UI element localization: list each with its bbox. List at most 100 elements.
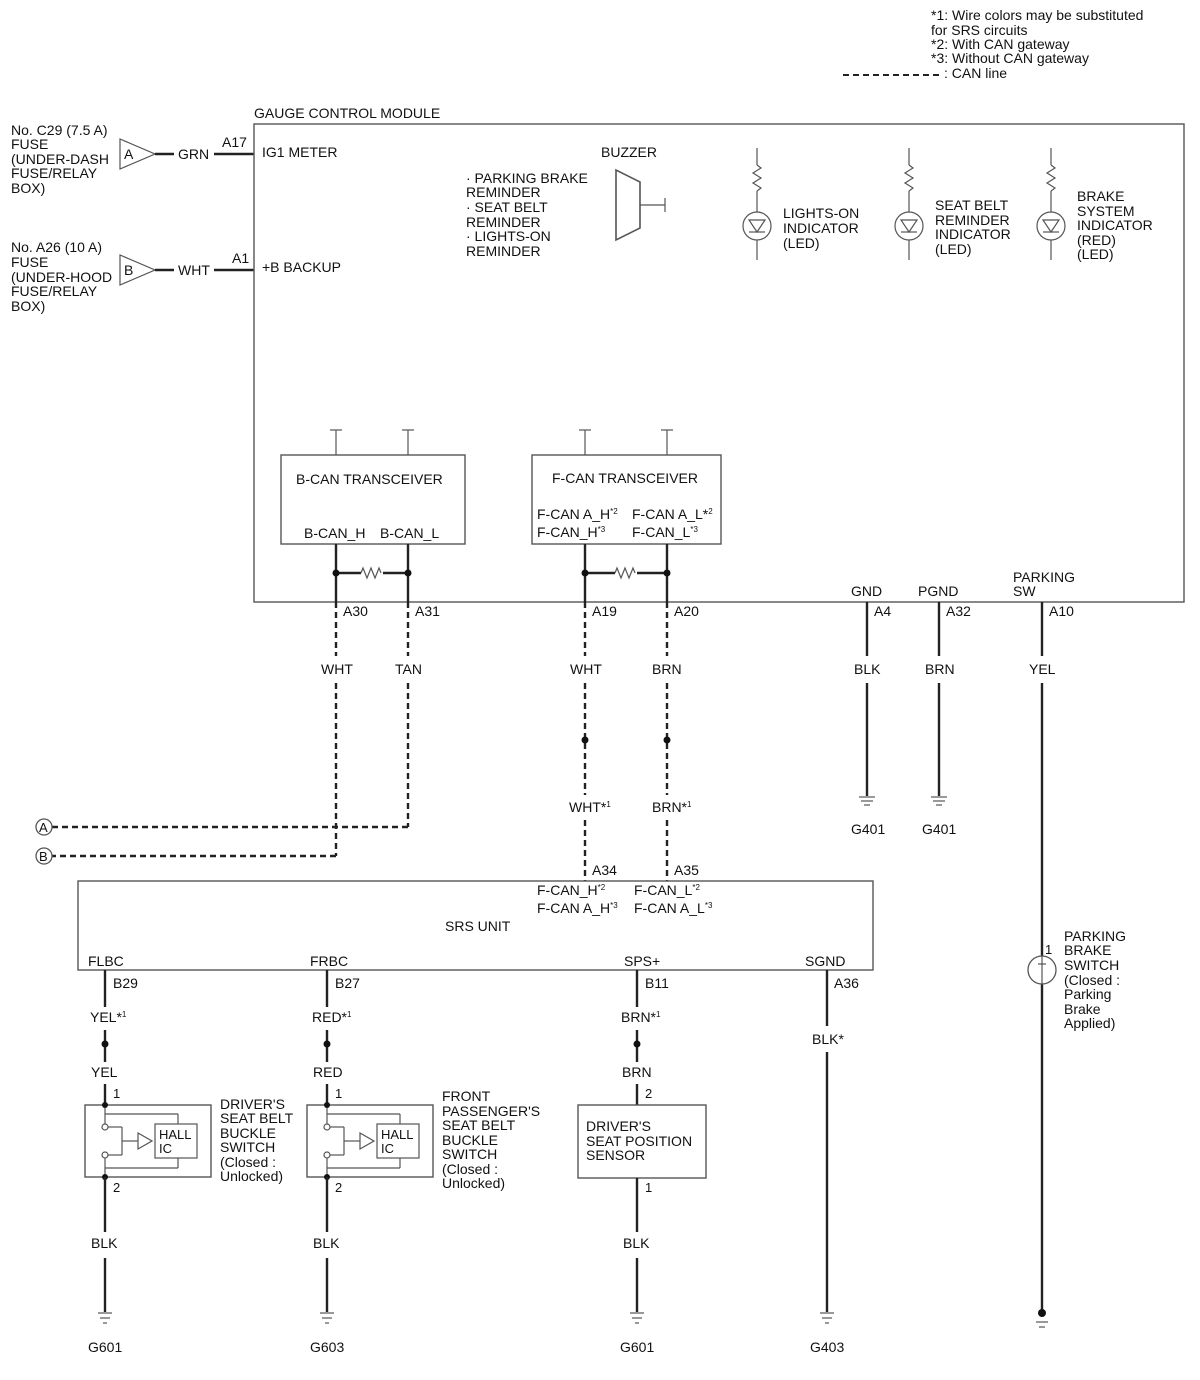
- bcan-lines: WHT TAN A B: [35, 602, 422, 865]
- brake-line-4: (RED): [1077, 232, 1116, 248]
- sensor-line-3: SENSOR: [586, 1147, 645, 1163]
- fcan-l-label: F-CAN_L*3: [632, 524, 698, 540]
- fuse-a-wire-color: GRN: [178, 146, 209, 162]
- gnd-wire-color: BLK: [854, 661, 881, 677]
- fcan-lines: WHT WHT*1 BRN BRN*1 A34 A35: [569, 602, 699, 881]
- passenger-hall-1: HALL: [381, 1127, 414, 1142]
- fuse-b-letter: B: [124, 262, 133, 278]
- driver-buckle-line-4: SWITCH: [220, 1139, 275, 1155]
- driver-blk-wire-color: BLK: [91, 1235, 118, 1251]
- pin-a31: A31: [415, 603, 440, 619]
- parking-sw-line-1: PARKING: [1013, 569, 1075, 585]
- reminder-line-2: REMINDER: [466, 184, 541, 200]
- lights-on-line-3: (LED): [783, 235, 820, 251]
- driver-buckle-line-3: BUCKLE: [220, 1125, 276, 1141]
- ground-g401-icon: [859, 796, 875, 806]
- passenger-buckle-line-5: SWITCH: [442, 1146, 497, 1162]
- gcm-pins: A30 A31 A19 A20 A4 A32 A10: [343, 603, 1074, 619]
- fuse-b: No. A26 (10 A) FUSE (UNDER-HOOD FUSE/REL…: [11, 239, 341, 314]
- driver-hall-1: HALL: [159, 1127, 192, 1142]
- seat-belt-line-1: SEAT BELT: [935, 197, 1009, 213]
- passenger-buckle-line-7: Unlocked): [442, 1175, 505, 1191]
- sensor-brn-wire-color: BRN: [622, 1064, 652, 1080]
- ground-g601-b: G601: [620, 1339, 654, 1355]
- fcan-ah-label: F-CAN A_H*2: [537, 506, 618, 522]
- note-1-cont: for SRS circuits: [931, 22, 1027, 38]
- reminder-line-6: REMINDER: [466, 243, 541, 259]
- passenger-red-wire-color: RED: [313, 1064, 343, 1080]
- pin-a4: A4: [874, 603, 891, 619]
- brake-line-5: (LED): [1077, 246, 1114, 262]
- pin-b27: B27: [335, 975, 360, 991]
- brake-line-1: BRAKE: [1077, 188, 1124, 204]
- lights-on-led-icon: [742, 148, 772, 260]
- fuse-b-line-1: No. A26 (10 A): [11, 239, 102, 255]
- pbs-line-5: Parking: [1064, 986, 1111, 1002]
- pgnd-wire-color: BRN: [925, 661, 955, 677]
- srs-can-l: F-CAN_L*2: [634, 882, 700, 898]
- reminder-line-5: · LIGHTS-ON: [466, 228, 551, 244]
- seat-position-circuit: BRN*1 BRN 2 DRIVER'S SEAT POSITION SENSO…: [577, 970, 707, 1355]
- fuse-b-line-5: BOX): [11, 298, 45, 314]
- sensor-line-1: DRIVER'S: [586, 1118, 651, 1134]
- pin-a10: A10: [1049, 603, 1074, 619]
- seat-belt-line-3: INDICATOR: [935, 226, 1011, 242]
- fuse-a-line-2: FUSE: [11, 136, 48, 152]
- note-can-line: : CAN line: [944, 65, 1007, 81]
- pin-b11: B11: [645, 975, 669, 991]
- pin-a19: A19: [592, 603, 617, 619]
- driver-yel-wire-color: YEL: [91, 1064, 118, 1080]
- footnotes: *1: Wire colors may be substituted for S…: [843, 7, 1143, 81]
- passenger-hall-2: IC: [381, 1141, 394, 1156]
- buzzer-label: BUZZER: [601, 144, 657, 160]
- reminder-line-4: REMINDER: [466, 214, 541, 230]
- srs-sps: SPS+: [624, 953, 660, 969]
- fcan-h-label: F-CAN_H*3: [537, 524, 606, 540]
- srs-can-ah: F-CAN A_H*3: [537, 900, 618, 916]
- pin-a35: A35: [674, 862, 699, 878]
- srs-box: [77, 880, 874, 971]
- fcan-h-srs-wire-color: WHT*1: [569, 799, 611, 815]
- driver-buckle-line-5: (Closed :: [220, 1154, 276, 1170]
- srs-sgnd: SGND: [805, 953, 845, 969]
- brake-line-3: INDICATOR: [1077, 217, 1153, 233]
- passenger-buckle-pin-2: 2: [335, 1180, 342, 1195]
- note-1: *1: Wire colors may be substituted: [931, 7, 1143, 23]
- bcan-title: B-CAN TRANSCEIVER: [296, 471, 443, 487]
- reminder-line-1: · PARKING BRAKE: [466, 170, 588, 186]
- pin-a30: A30: [343, 603, 368, 619]
- ground-g401-b: G401: [922, 821, 956, 837]
- fcan-l-srs-wire-color: BRN*1: [652, 799, 692, 815]
- brake-led-icon: [1036, 148, 1066, 260]
- srs-flbc: FLBC: [88, 953, 124, 969]
- connector-a-icon: [35, 818, 53, 836]
- srs-title: SRS UNIT: [445, 918, 511, 934]
- signal-b-backup: +B BACKUP: [262, 259, 341, 275]
- parking-brake-switch-icon: [1027, 955, 1057, 985]
- driver-yel1-wire-color: YEL*1: [90, 1009, 127, 1025]
- driver-buckle-switch-icon: [101, 1108, 198, 1177]
- passenger-buckle-line-2: PASSENGER'S: [442, 1103, 540, 1119]
- fuse-b-arrow-icon: [119, 254, 157, 286]
- bcan-h-label: B-CAN_H: [304, 525, 365, 541]
- parking-wire-color: YEL: [1029, 661, 1056, 677]
- connector-a-label: A: [39, 820, 48, 835]
- bcan-h-wire-color: WHT: [321, 661, 353, 677]
- passenger-buckle-line-1: FRONT: [442, 1088, 491, 1104]
- srs-can-al: F-CAN A_L*3: [634, 900, 713, 916]
- driver-buckle-line-1: DRIVER'S: [220, 1096, 285, 1112]
- lights-on-line-1: LIGHTS-ON: [783, 205, 859, 221]
- ground-g401-b-icon: [931, 796, 947, 806]
- connector-b-icon: [35, 847, 53, 865]
- pin-a20: A20: [674, 603, 699, 619]
- seat-belt-line-2: REMINDER: [935, 212, 1010, 228]
- fuse-a-arrow-icon: [119, 138, 157, 170]
- gnd-label: GND: [851, 583, 882, 599]
- passenger-buckle-line-3: SEAT BELT: [442, 1117, 516, 1133]
- sgnd-circuit: BLK* G403: [810, 970, 844, 1355]
- fcan-transceiver: F-CAN TRANSCEIVER F-CAN A_H*2 F-CAN A_L*…: [531, 429, 722, 602]
- gauge-control-module: GAUGE CONTROL MODULE · PARKING BRAKE REM…: [253, 105, 1185, 603]
- gcm-box: [253, 123, 1185, 603]
- pin-a34: A34: [592, 862, 617, 878]
